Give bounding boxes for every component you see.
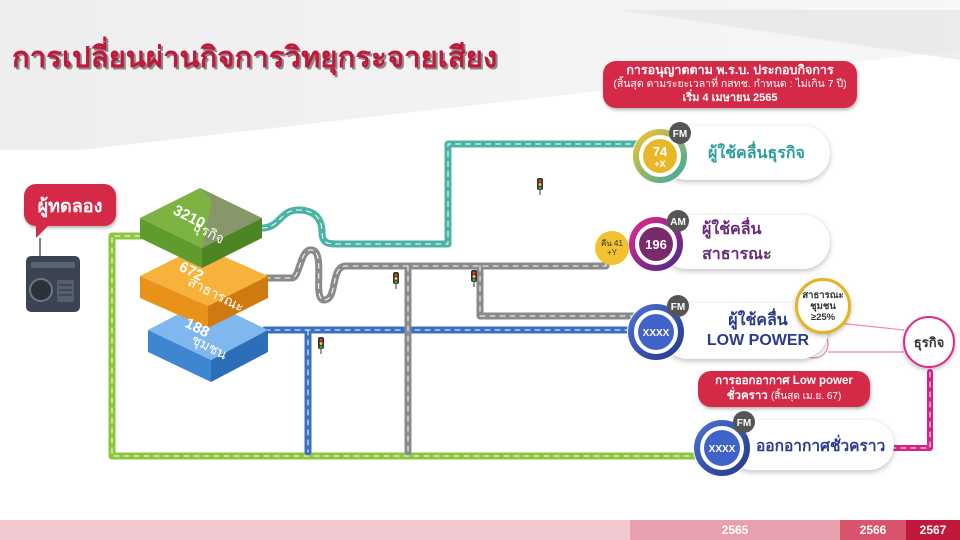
traffic-light-icon — [318, 337, 324, 354]
timeline-bar — [0, 520, 960, 540]
license-line-2: (สิ้นสุด ตามระยะเวลาที่ กสทช. กำหนด : ไม… — [613, 78, 847, 90]
lowpower-fm-badge-icon: FM XXXX — [627, 295, 689, 361]
temporary-number: XXXX — [709, 444, 736, 455]
business-fm-badge-icon: FM 74 +X — [632, 122, 691, 184]
radio-icon — [26, 238, 80, 312]
community-share-circle: สาธารณะชุมชน≥25% — [795, 278, 851, 334]
lowpower-number: XXXX — [643, 328, 670, 339]
public-badge-text: AM — [670, 217, 686, 228]
business-circle-label: ธุรกิจ — [913, 334, 945, 350]
trial-label-tag: ผู้ทดลอง — [24, 184, 116, 238]
business-number-sub: +X — [654, 159, 665, 169]
background-band-light — [620, 10, 960, 60]
public-return-note: คืน 41+Y — [595, 231, 629, 265]
business-badge-text: FM — [673, 129, 687, 140]
page-title: การเปลี่ยนผ่านกิจการวิทยุกระจายเสียง — [12, 42, 498, 74]
lowpower-badge-text: FM — [671, 302, 685, 313]
license-line-1: การอนุญาตตาม พ.ร.บ. ประกอบกิจการ — [626, 63, 834, 77]
license-line-3: เริ่ม 4 เมษายน 2565 — [682, 92, 778, 104]
background-band — [0, 0, 960, 150]
lowpower-label-line-1: ผู้ใช้คลื่น — [728, 312, 788, 329]
temp-box-line-2: ชั่วคราว — [726, 390, 768, 402]
public-destination-label: ผู้ใช้คลื่นสาธารณะ — [702, 221, 772, 263]
block-business — [140, 188, 262, 268]
traffic-light-icons — [318, 178, 543, 354]
business-circle: ธุรกิจ — [903, 316, 955, 368]
public-number: 196 — [645, 237, 667, 252]
temporary-broadcast-box: การออกอากาศ Low power ชั่วคราว (สิ้นสุด … — [698, 371, 870, 407]
temp-box-line-2-note: (สิ้นสุด เม.ย. 67) — [770, 391, 842, 402]
traffic-light-icon — [471, 270, 477, 287]
temporary-badge-text: FM — [737, 418, 751, 429]
timeline-year-2566: 2566 — [859, 523, 887, 537]
traffic-light-icon — [393, 272, 399, 289]
community-share-line-2: ชุมชน — [810, 300, 836, 312]
road-network — [108, 140, 933, 460]
business-destination-label: ผู้ใช้คลื่นธุรกิจ — [708, 144, 805, 162]
temporary-destination-label: ออกอากาศชั่วคราว — [756, 437, 886, 455]
timeline-year-2565: 2565 — [721, 523, 749, 537]
block-community — [148, 300, 268, 382]
lowpower-label-line-2: LOW POWER — [706, 332, 810, 349]
road-teal — [258, 140, 664, 248]
public-destination-pill: ผู้ใช้คลื่นสาธารณะ — [660, 215, 830, 269]
license-info-box: การอนุญาตตาม พ.ร.บ. ประกอบกิจการ (สิ้นสุ… — [603, 61, 857, 108]
business-number: 74 — [653, 144, 668, 159]
community-share-line-1: สาธารณะ — [802, 289, 844, 301]
public-return-line-2: +Y — [606, 248, 617, 257]
temp-box-line-1: การออกอากาศ Low power — [715, 375, 853, 387]
public-am-badge-icon: AM 196 — [628, 210, 689, 272]
block-public — [140, 246, 268, 328]
road-gray — [261, 246, 654, 456]
timeline-year-2567: 2567 — [919, 523, 947, 537]
public-return-line-1: คืน 41 — [601, 239, 623, 248]
community-share-line-3: ≥25% — [810, 311, 836, 323]
traffic-light-icon — [537, 178, 543, 195]
temporary-destination-pill: ออกอากาศชั่วคราว — [726, 420, 894, 470]
temporary-fm-badge-icon: FM XXXX — [693, 411, 755, 477]
trial-label: ผู้ทดลอง — [37, 195, 103, 216]
road-magenta — [887, 369, 933, 451]
